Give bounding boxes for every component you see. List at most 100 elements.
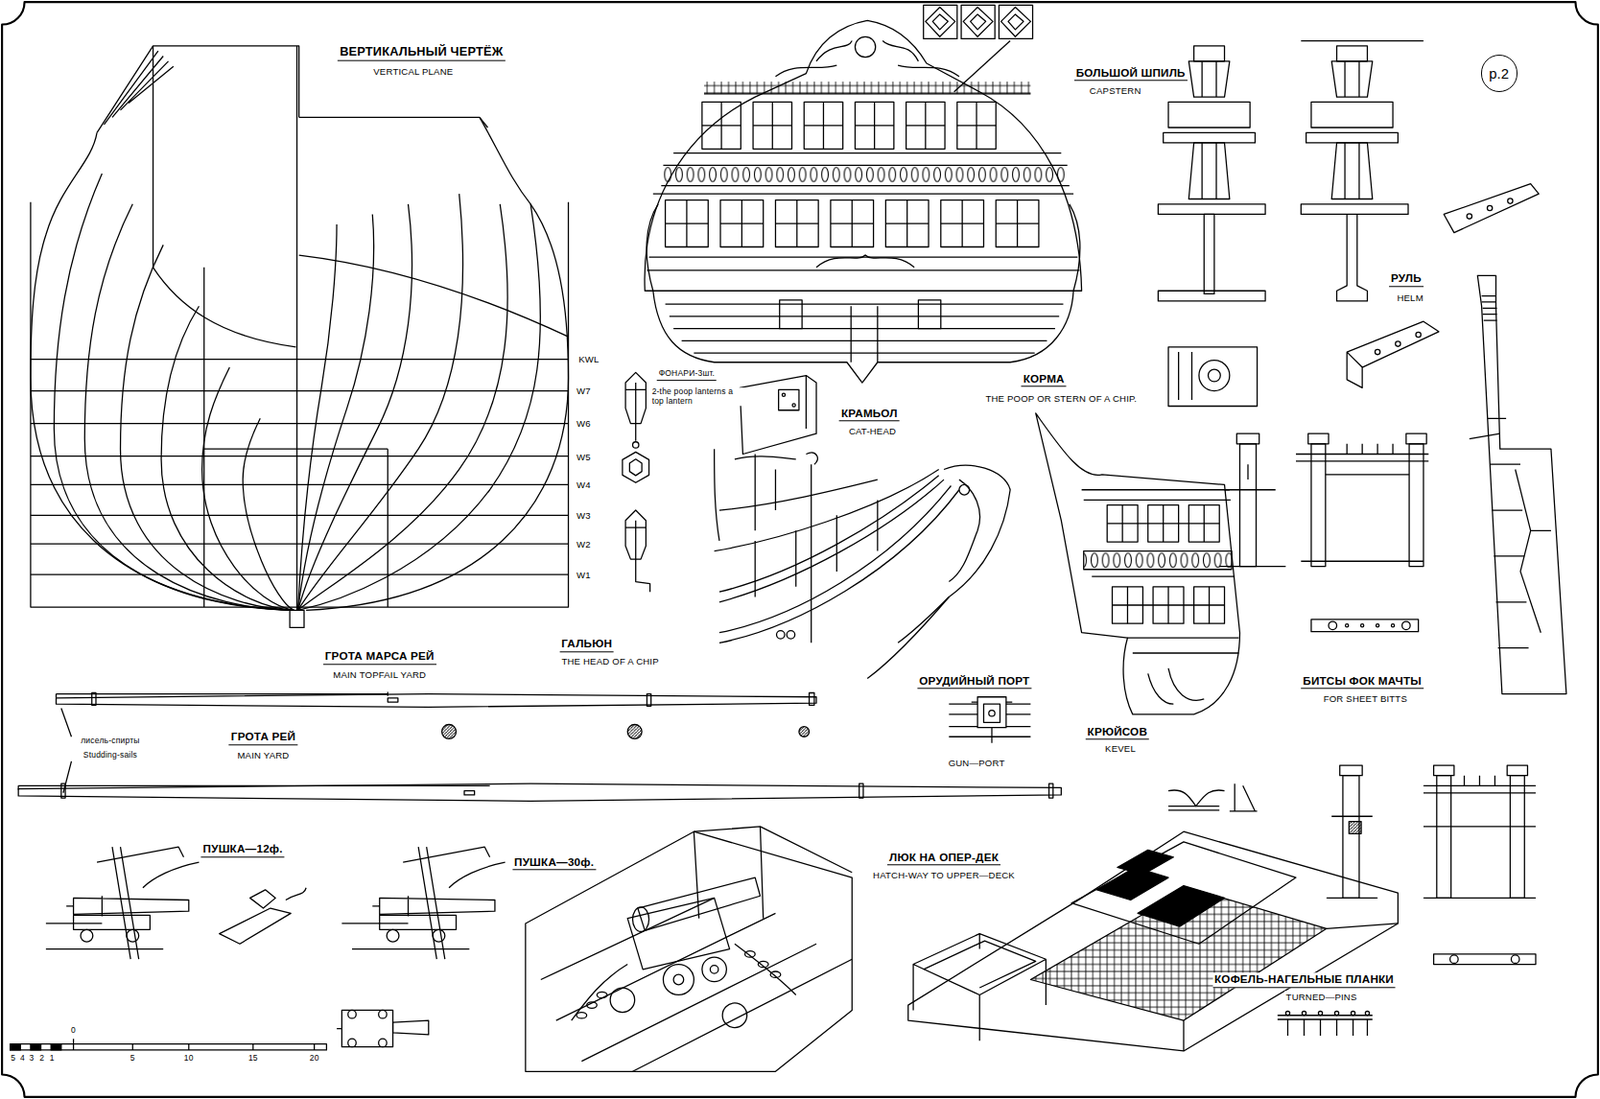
stern-side-view-part [1035, 413, 1241, 715]
body-plan-part [298, 193, 464, 611]
bitts-drawings-part [1340, 765, 1363, 777]
cannon-12-pounder-part [348, 1038, 357, 1048]
cannon-12-pounder-part [341, 847, 490, 960]
bitts-drawings-part [1434, 954, 1536, 965]
stern-view-part [779, 300, 802, 330]
bitts-drawings-part [1300, 561, 1424, 563]
part-caption: CAPSTERN [1087, 84, 1144, 95]
stern-view-part [662, 164, 1067, 186]
bitts-drawings-part [1311, 444, 1326, 567]
body-plan-part [30, 132, 291, 611]
part-caption: 20 [307, 1054, 322, 1064]
part-caption: TURNED—PINS [1284, 991, 1360, 1003]
belaying-pin-rail-part [1301, 1011, 1306, 1015]
lanterns-part [635, 559, 651, 592]
yards-part [92, 693, 96, 706]
stern-view-part [704, 81, 1031, 95]
cat-head-and-head-part [734, 456, 797, 511]
scale-bar [10, 1038, 328, 1051]
body-plan-part [305, 117, 568, 611]
bitts-drawings-part [1406, 433, 1427, 445]
part-heading: КРАМЬОЛ [839, 406, 900, 422]
stern-side-view [1035, 413, 1241, 715]
capstan-drawings-part [1331, 61, 1373, 97]
cannon-30-pounder-part [587, 1002, 598, 1009]
capstan-drawings-part [1300, 40, 1424, 42]
cannon-30-pounder-part [576, 1012, 588, 1019]
scale-bar-part [10, 1044, 328, 1051]
capstan-drawings-part [1157, 290, 1266, 302]
yards-part [442, 724, 457, 739]
stern-view-part [925, 6, 1032, 37]
cannon-12-pounder-part [432, 929, 446, 942]
capstan-drawings-part [1331, 142, 1373, 200]
belaying-pin-rail [1277, 1011, 1373, 1036]
bitts-drawings-part [1295, 454, 1429, 475]
yards-part [18, 785, 490, 790]
hatch-way-part [1137, 886, 1224, 928]
rudder-drawing-part [1469, 433, 1501, 439]
kevel-part [1229, 783, 1258, 812]
bitts-drawings-part [1311, 619, 1419, 633]
part-heading: ГРОТА МАРСА РЕЙ [323, 649, 437, 664]
cat-head-and-head [714, 376, 1011, 680]
body-plan-part [96, 46, 300, 133]
bitts-drawings-part [1348, 822, 1362, 835]
cat-head-and-head-part [867, 596, 949, 679]
capstan-drawings-part [1157, 204, 1266, 215]
yards-part [809, 693, 815, 706]
stern-view-part [702, 101, 996, 149]
cat-head-and-head-part [781, 393, 785, 397]
gun-port-part [971, 702, 1013, 744]
cat-head-and-head-part [897, 465, 1011, 643]
part-caption: 4 [18, 1054, 27, 1064]
gun-port [948, 697, 1031, 744]
scale-bar-part [50, 1044, 62, 1051]
part-caption: W3 [574, 510, 593, 521]
yards [18, 691, 1061, 801]
cat-head-and-head-part [714, 469, 940, 551]
cat-head-and-head-part [754, 499, 878, 597]
part-caption: W5 [574, 450, 593, 462]
kevel-part [1168, 790, 1225, 807]
bitts-drawings [1219, 433, 1536, 965]
body-plan-part [298, 204, 413, 611]
capstan-drawings [1157, 41, 1424, 302]
cannon-30-pounder-part [637, 877, 761, 931]
capstan-drawings-part [1337, 46, 1368, 62]
part-heading: БОЛЬШОЙ ШПИЛЬ [1074, 66, 1188, 81]
belaying-pin-rail-part [1350, 1011, 1355, 1015]
body-plan-part [30, 202, 569, 608]
kevel-part [1168, 806, 1220, 811]
yards-part [18, 783, 1061, 801]
part-caption: MAIN TOPFAIL YARD [330, 669, 428, 681]
part-caption: MAIN YARD [235, 750, 291, 761]
rudder-drawing-part [1199, 360, 1230, 392]
bitts-drawings-part [1308, 433, 1329, 445]
cannon-12-pounder-part [378, 1010, 388, 1019]
part-caption: Studding-sails [81, 751, 140, 761]
cannon-30-pounder-part [541, 897, 852, 1072]
scale-bar-part [73, 1038, 315, 1051]
stern-view-part [816, 255, 915, 268]
stern-view-part [961, 4, 995, 39]
bitts-drawings-part [1402, 621, 1412, 631]
bitts-drawings-part [1326, 816, 1378, 898]
stern-view-part [653, 290, 1074, 383]
part-heading: ГАЛЬЮН [559, 637, 614, 653]
cannon-12-pounder-part [73, 915, 151, 930]
cannon-30-pounder-part [722, 1003, 748, 1029]
stern-view-part [644, 20, 1083, 291]
cannon-12-pounder-part [448, 862, 506, 889]
body-plan-part [298, 204, 542, 611]
bitts-drawings-part [1409, 444, 1424, 567]
body-plan-part [298, 224, 337, 611]
hatch-way-part [1117, 849, 1175, 875]
part-caption: FOR SHEET BITTS [1321, 692, 1410, 704]
rudder-drawing-part [1415, 331, 1421, 337]
bitts-drawings-part [1345, 624, 1349, 628]
cannon-30-pounder-part [757, 961, 769, 967]
part-heading: ЛЮК НА ОПЕР-ДЕК [887, 850, 1001, 866]
part-heading: КОРМА [1021, 372, 1067, 387]
